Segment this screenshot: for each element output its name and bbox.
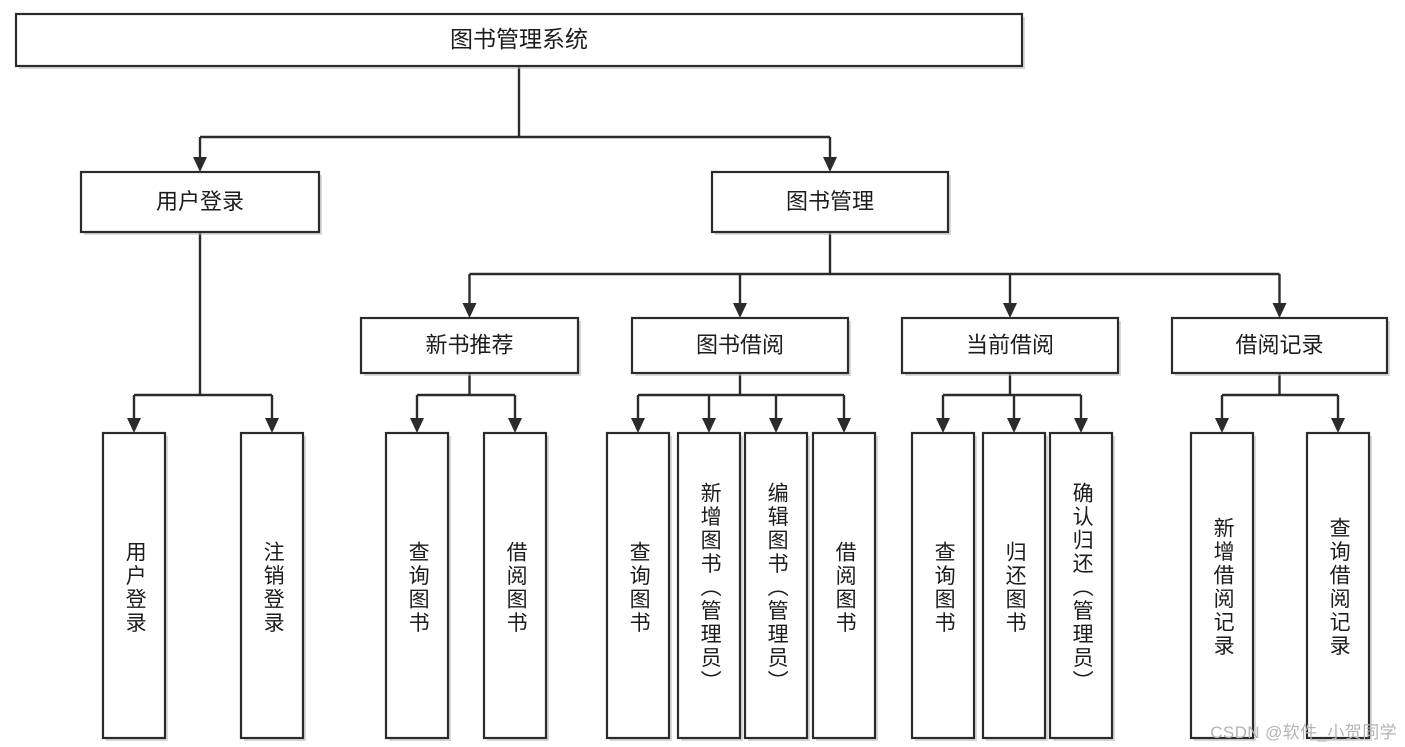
node-leaf-4[interactable] xyxy=(605,431,672,741)
node-leaf-9[interactable] xyxy=(981,431,1048,741)
connector-arrow-leaf-图书借阅-3 xyxy=(837,395,851,433)
node-leaf-11[interactable] xyxy=(1189,431,1256,741)
node-root-图书管理系统[interactable]: 图书管理系统 xyxy=(14,12,1025,69)
node-leaf-1[interactable] xyxy=(239,431,306,741)
node-l3-新书推荐-0[interactable]: 新书推荐 xyxy=(359,316,581,376)
node-leaf-5[interactable] xyxy=(676,431,743,741)
node-label: 借阅记录 xyxy=(1235,332,1323,357)
node-label: 图书管理 xyxy=(786,189,874,214)
watermark-text: CSDN @软件_小贺同学 xyxy=(1210,723,1397,742)
connector-arrow-leaf-图书借阅-2 xyxy=(769,395,783,433)
node-leaf-10[interactable] xyxy=(1048,431,1115,741)
connector-arrow-leaf-新书推荐-1 xyxy=(508,395,522,433)
connector-arrow-leaf-借阅记录-0 xyxy=(1215,395,1229,433)
connector-arrow-l2-1 xyxy=(823,137,837,172)
connector-arrow-leaf-用户登录-1 xyxy=(265,395,279,433)
node-leaf-12[interactable] xyxy=(1305,431,1372,741)
node-label: 图书管理系统 xyxy=(450,26,588,52)
node-label: 图书借阅 xyxy=(696,332,784,357)
node-label: 新书推荐 xyxy=(425,332,513,357)
node-l3-图书借阅-1[interactable]: 图书借阅 xyxy=(630,316,851,376)
connector-arrow-leaf-图书借阅-1 xyxy=(702,395,716,433)
node-label: 当前借阅 xyxy=(966,332,1054,357)
connector-arrow-leaf-新书推荐-0 xyxy=(410,395,424,433)
node-l3-借阅记录-3[interactable]: 借阅记录 xyxy=(1170,316,1390,376)
connector-arrow-l2-0 xyxy=(193,137,207,172)
node-leaf-0[interactable] xyxy=(101,431,168,741)
connector-arrow-leaf-当前借阅-0 xyxy=(936,395,950,433)
node-leaf-3[interactable] xyxy=(482,431,549,741)
connector-arrow-leaf-图书借阅-0 xyxy=(631,395,645,433)
connectors-layer xyxy=(127,66,1345,433)
connector-arrow-l3-3 xyxy=(1272,274,1287,318)
node-label: 用户登录 xyxy=(156,189,244,214)
connector-arrow-l3-1 xyxy=(733,274,747,318)
connector-arrow-leaf-当前借阅-1 xyxy=(1007,395,1021,433)
connector-arrow-leaf-当前借阅-2 xyxy=(1074,395,1088,433)
node-leaf-7[interactable] xyxy=(811,431,878,741)
node-leaf-8[interactable] xyxy=(910,431,977,741)
node-l2-用户登录-0[interactable]: 用户登录 xyxy=(79,170,322,235)
node-leaf-2[interactable] xyxy=(384,431,451,741)
node-l2-图书管理-1[interactable]: 图书管理 xyxy=(710,170,951,235)
node-l3-当前借阅-2[interactable]: 当前借阅 xyxy=(900,316,1121,376)
connector-arrow-leaf-借阅记录-1 xyxy=(1331,395,1345,433)
connector-arrow-leaf-用户登录-0 xyxy=(127,395,141,433)
connector-arrow-l3-0 xyxy=(462,274,477,318)
node-leaf-6[interactable] xyxy=(743,431,810,741)
connector-arrow-l3-2 xyxy=(1003,274,1017,318)
